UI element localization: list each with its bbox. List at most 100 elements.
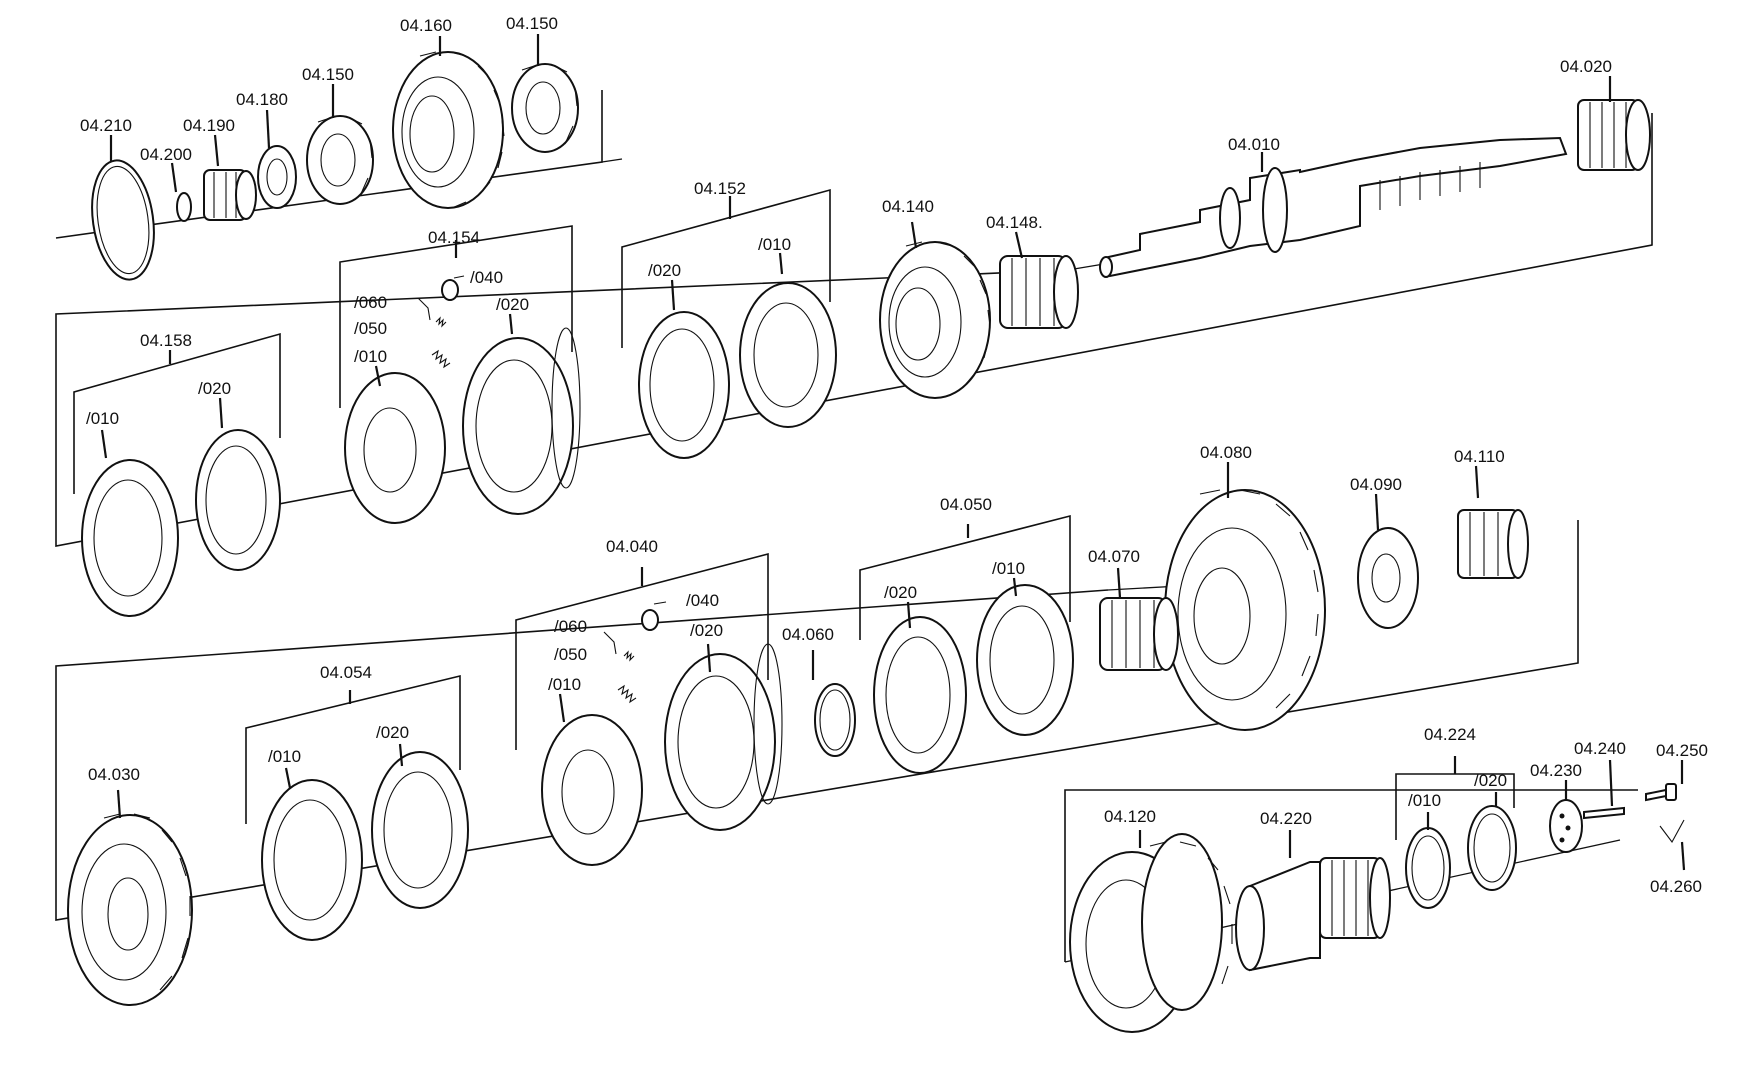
tapered-bearing-04-150a [306, 115, 374, 205]
label-04-040: 04.040 [606, 537, 658, 556]
label-04-200: 04.200 [140, 145, 192, 164]
label-04-240: 04.240 [1574, 739, 1626, 758]
label-04-054-020: /020 [376, 723, 409, 742]
label-04-224-020: /020 [1474, 771, 1507, 790]
ring-04-224-020 [1467, 805, 1517, 891]
label-04-050-010: /010 [992, 559, 1025, 578]
part-labels: 04.210 04.200 04.190 04.180 04.150 04.16… [80, 14, 1708, 896]
label-04-120: 04.120 [1104, 807, 1156, 826]
spring-04-040-050 [617, 684, 637, 704]
synchronizer-hub-04-154-010 [344, 372, 446, 524]
bearing-cone-04-190 [203, 169, 257, 221]
synchronizer-ring-04-050-020 [873, 616, 967, 774]
label-04-152-020: /020 [648, 261, 681, 280]
sliding-sleeve-04-040-020 [664, 643, 783, 831]
label-04-040-010: /010 [548, 675, 581, 694]
row-4-parts [1069, 783, 1685, 1033]
label-04-030: 04.030 [88, 765, 140, 784]
label-04-224: 04.224 [1424, 725, 1476, 744]
label-04-154-010: /010 [354, 347, 387, 366]
label-04-050: 04.050 [940, 495, 992, 514]
label-04-080: 04.080 [1200, 443, 1252, 462]
label-04-210: 04.210 [80, 116, 132, 135]
label-04-150a: 04.150 [302, 65, 354, 84]
label-04-060: 04.060 [782, 625, 834, 644]
label-04-230: 04.230 [1530, 761, 1582, 780]
label-04-040-050: /050 [554, 645, 587, 664]
label-04-158: 04.158 [140, 331, 192, 350]
spring-04-154-050 [431, 349, 451, 369]
label-04-152: 04.152 [694, 179, 746, 198]
detent-pin-04-154-040 [441, 279, 459, 301]
detent-pin-04-040-040 [641, 609, 659, 631]
ring-nut-04-180 [257, 145, 297, 209]
label-04-054: 04.054 [320, 663, 372, 682]
label-04-224-010: /010 [1408, 791, 1441, 810]
gear-04-090 [1357, 527, 1419, 629]
label-04-154-020: /020 [496, 295, 529, 314]
splined-sleeve-04-220 [1235, 857, 1391, 972]
label-04-154-060: /060 [354, 293, 387, 312]
sliding-sleeve-04-154-020 [462, 327, 581, 515]
disc-04-230 [1549, 799, 1583, 853]
tapered-bearing-04-150b [511, 63, 579, 153]
label-04-010: 04.010 [1228, 135, 1280, 154]
lever-04-154-060 [417, 297, 447, 328]
leader-lines [73, 34, 1686, 871]
label-04-160: 04.160 [400, 16, 452, 35]
synchronizer-cone-04-152-010 [739, 282, 837, 428]
label-04-158-020: /020 [198, 379, 231, 398]
synchronizer-cone-04-158-010 [81, 459, 179, 617]
helical-gear-04-080 [1164, 489, 1326, 731]
helical-gear-04-120 [1069, 833, 1233, 1033]
synchronizer-ring-04-152-020 [638, 311, 730, 459]
pin-04-240 [1583, 806, 1625, 820]
label-04-152-010: /010 [758, 235, 791, 254]
label-04-070: 04.070 [1088, 547, 1140, 566]
label-04-148: 04.148. [986, 213, 1043, 232]
washer-04-260 [1659, 819, 1685, 844]
label-04-180: 04.180 [236, 90, 288, 109]
label-04-220: 04.220 [1260, 809, 1312, 828]
lever-04-040-060 [603, 631, 635, 662]
label-04-154: 04.154 [428, 228, 480, 247]
snap-ring-04-210 [91, 159, 155, 281]
label-04-154-050: /050 [354, 319, 387, 338]
synchronizer-ring-04-158-020 [195, 429, 281, 571]
label-04-090: 04.090 [1350, 475, 1402, 494]
synchronizer-cone-04-050-010 [976, 584, 1074, 736]
label-04-158-010: /010 [86, 409, 119, 428]
needle-cage-04-070 [1099, 597, 1179, 671]
label-04-190: 04.190 [183, 116, 235, 135]
synchronizer-hub-04-040-010 [541, 714, 643, 866]
helical-gear-04-160 [392, 51, 505, 209]
label-04-040-040: /040 [686, 591, 719, 610]
label-04-050-020: /020 [884, 583, 917, 602]
label-04-040-060: /060 [554, 617, 587, 636]
screw-04-250 [1645, 783, 1677, 802]
label-04-250: 04.250 [1656, 741, 1708, 760]
synchronizer-cone-04-054-010 [261, 779, 363, 941]
synchronizer-ring-04-054-020 [371, 751, 469, 909]
label-04-110: 04.110 [1454, 447, 1505, 466]
needle-cage-04-020 [1577, 99, 1651, 171]
row-2-parts [81, 99, 1651, 617]
row-1-parts [91, 51, 579, 281]
helical-gear-04-030 [67, 813, 193, 1006]
needle-cage-04-148 [999, 255, 1079, 329]
label-04-140: 04.140 [882, 197, 934, 216]
ring-04-224-010 [1405, 827, 1451, 909]
label-04-054-010: /010 [268, 747, 301, 766]
label-04-260: 04.260 [1650, 877, 1702, 896]
label-04-150b: 04.150 [506, 14, 558, 33]
helical-gear-04-140 [879, 241, 991, 399]
main-shaft-04-010 [1099, 136, 1568, 278]
snap-ring-04-060 [814, 683, 856, 757]
row-3-parts [67, 489, 1529, 1006]
needle-cage-04-110 [1457, 509, 1529, 579]
label-04-040-020: /020 [690, 621, 723, 640]
circlip-04-200 [176, 192, 192, 222]
label-04-154-040: /040 [470, 268, 503, 287]
